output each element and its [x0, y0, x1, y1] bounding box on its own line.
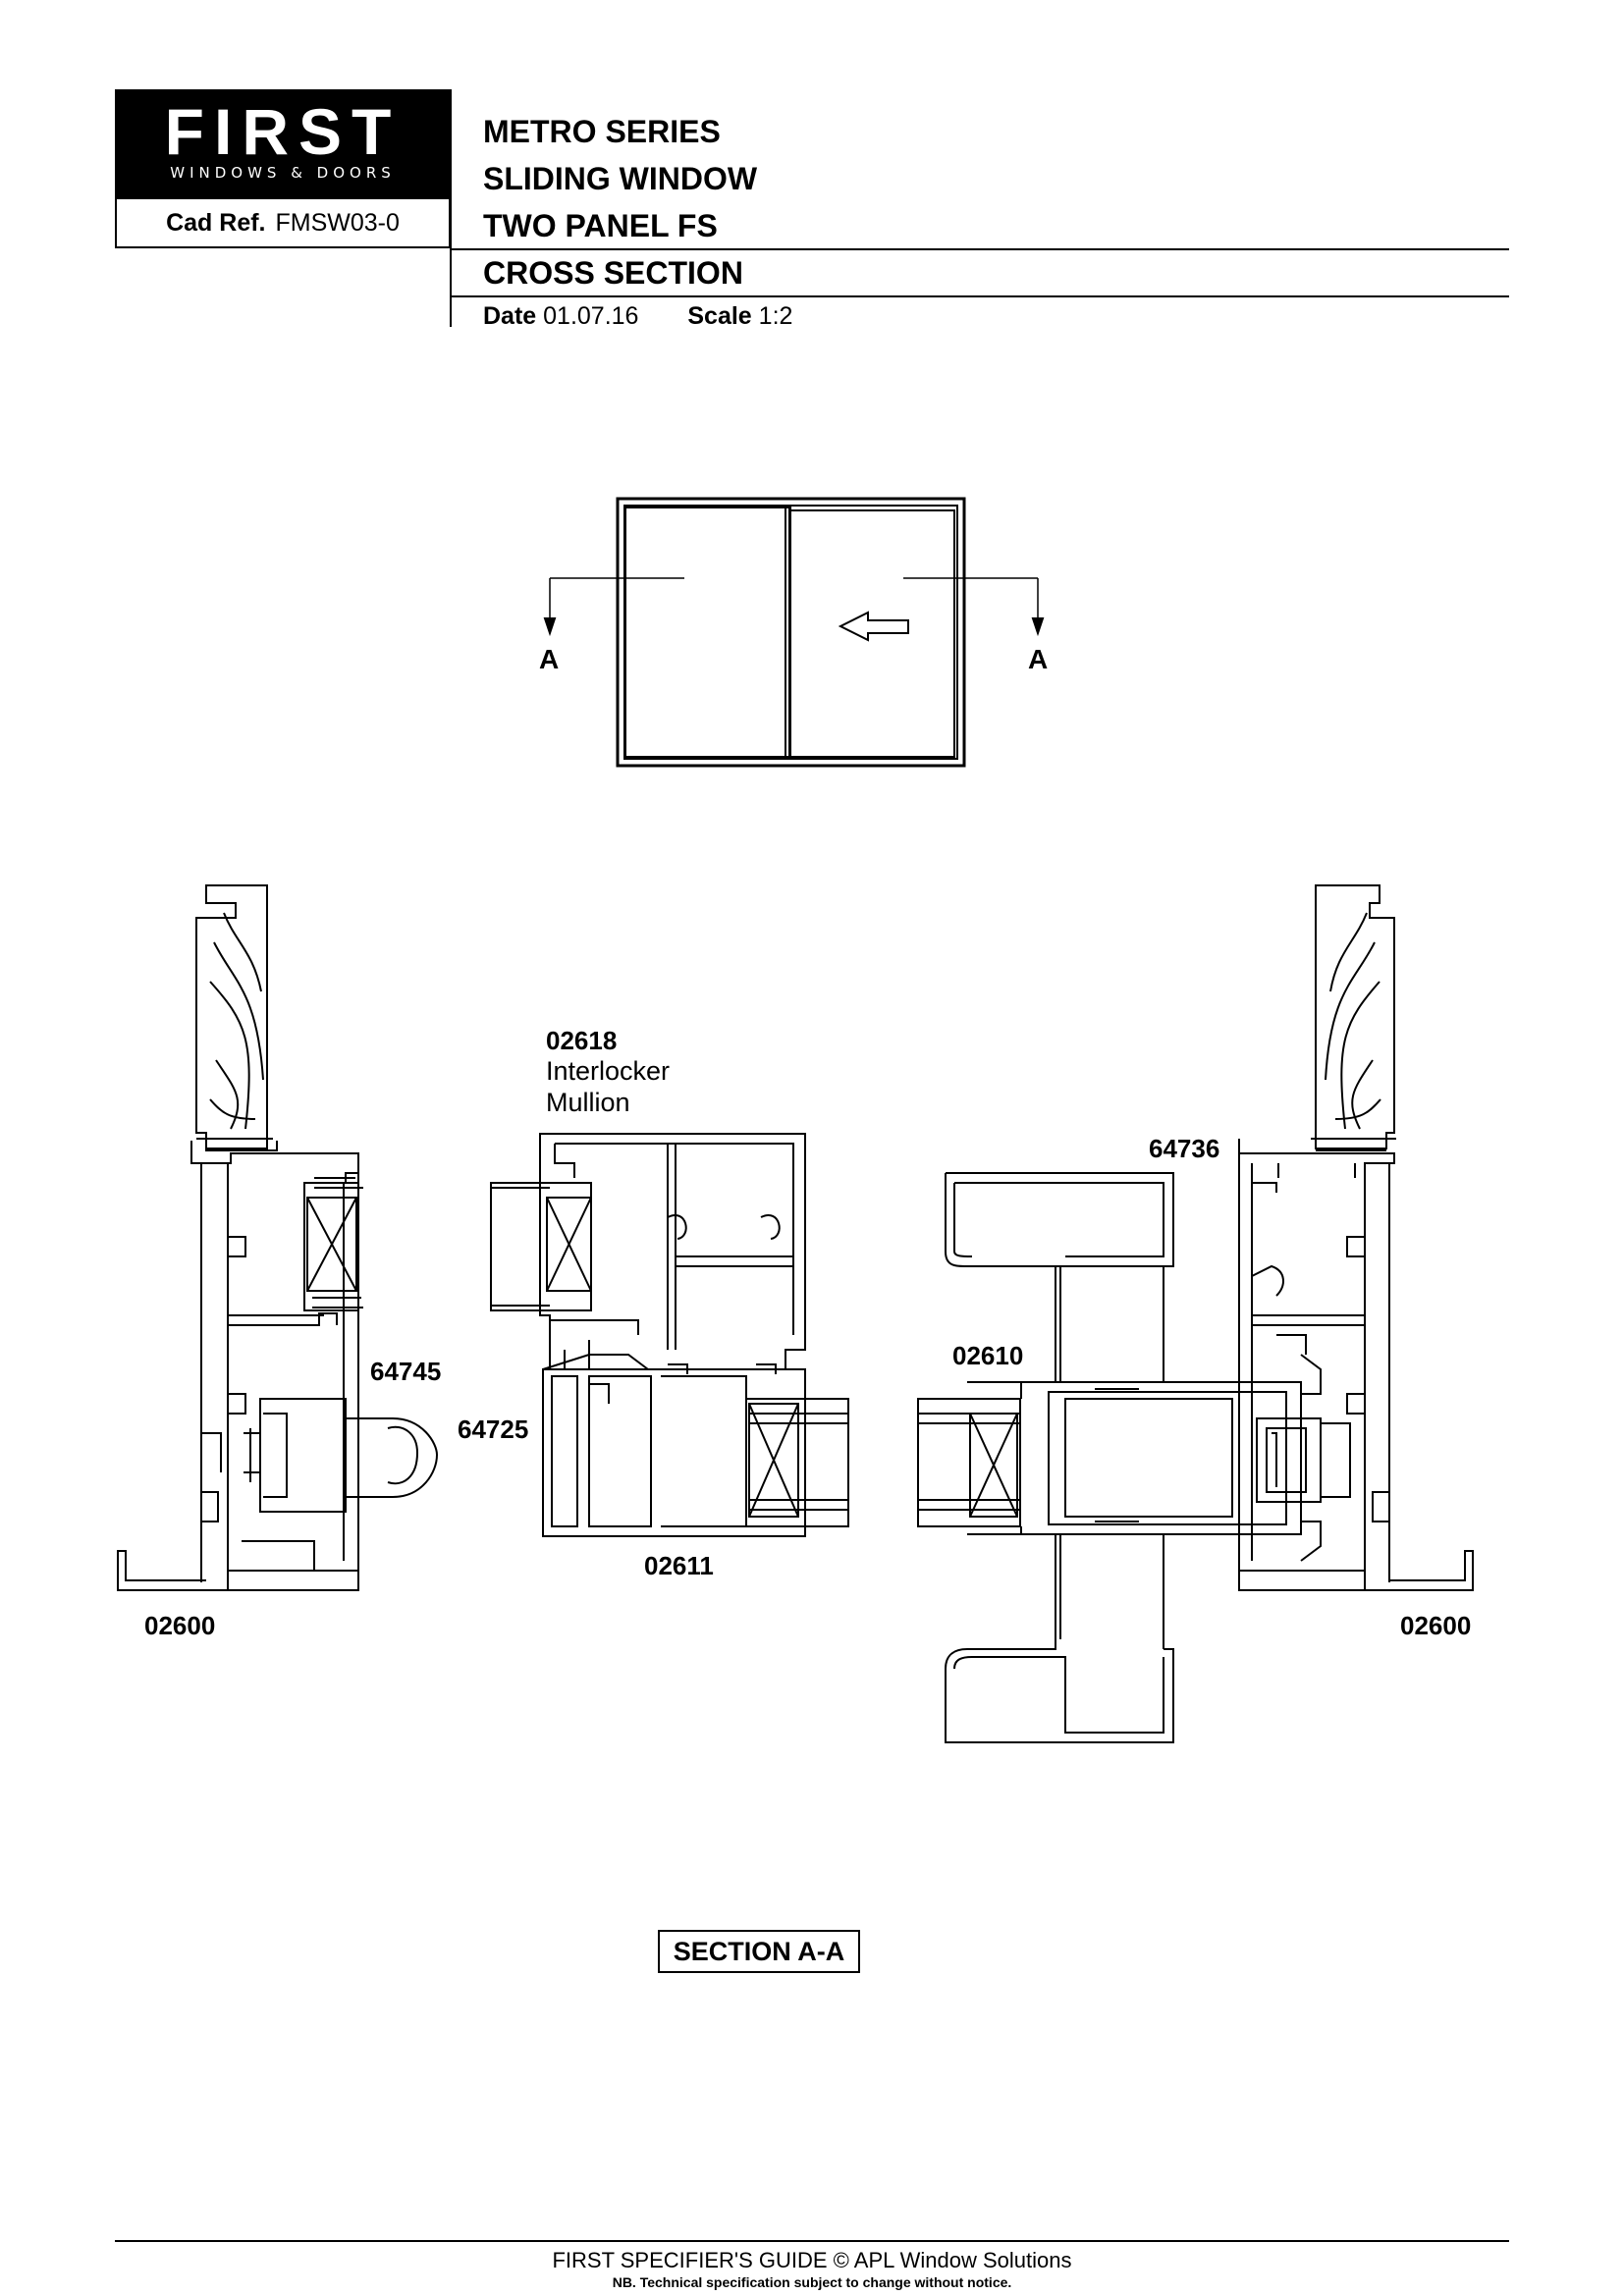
- right-reveal-trim-upper: [945, 1172, 1174, 1382]
- callout-mullion-code: 02618: [546, 1026, 618, 1055]
- date-scale-row: Date 01.07.16 Scale 1:2: [483, 299, 792, 333]
- scale-value: 1:2: [758, 302, 793, 330]
- footer-copyright: FIRST SPECIFIER'S GUIDE © APL Window Sol…: [552, 2248, 1072, 2272]
- callout-02600-left: 02600: [144, 1611, 216, 1640]
- title-block-divider: [450, 89, 452, 327]
- scale-label: Scale: [687, 302, 752, 330]
- callout-64745: 64745: [370, 1357, 442, 1386]
- callout-02600-right: 02600: [1400, 1611, 1472, 1640]
- slide-direction-arrow: [838, 611, 909, 642]
- title-line-1: METRO SERIES: [483, 114, 721, 149]
- title-line-3: TWO PANEL FS: [483, 208, 718, 243]
- right-timber-reveal: [1311, 884, 1396, 1151]
- title-rule-1: [450, 248, 1509, 250]
- section-line-a: [543, 577, 1045, 637]
- callout-64736: 64736: [1149, 1134, 1220, 1163]
- cad-ref-value: FMSW03-0: [275, 209, 400, 237]
- section-marker-left: A: [539, 644, 560, 674]
- title-line-4: CROSS SECTION: [483, 255, 743, 291]
- cad-reference: Cad Ref. FMSW03-0: [115, 199, 451, 248]
- title-rule-2: [450, 295, 1509, 297]
- logo-tagline: WINDOWS & DOORS: [170, 164, 396, 182]
- brand-logo: FIRST WINDOWS & DOORS: [115, 89, 451, 199]
- section-marker-right: A: [1028, 644, 1049, 674]
- section-title: SECTION A-A: [658, 1930, 860, 1973]
- centre-left-glazing: [490, 1182, 592, 1311]
- left-outer-frame: [117, 1141, 359, 1591]
- cad-ref-label: Cad Ref.: [166, 209, 266, 237]
- logo-wordmark: FIRST: [164, 95, 402, 168]
- centre-right-glazing: [745, 1398, 849, 1527]
- right-reveal-trim-lower: [945, 1534, 1174, 1743]
- title-line-2: SLIDING WINDOW: [483, 161, 758, 196]
- right-sash-frame: [1021, 1354, 1322, 1562]
- callout-mullion-name-2: Mullion: [546, 1088, 630, 1117]
- callout-02610: 02610: [952, 1341, 1024, 1370]
- footer-rule: [115, 2240, 1509, 2242]
- centre-interlock-mullion: [539, 1133, 806, 1370]
- date-label: Date: [483, 302, 537, 330]
- left-fixed-glazing: [303, 1177, 363, 1311]
- date-value: 01.07.16: [543, 302, 639, 330]
- left-lock-handle: [244, 1398, 439, 1513]
- callout-64725: 64725: [458, 1415, 529, 1444]
- callout-mullion-name-1: Interlocker: [546, 1056, 671, 1086]
- right-fixed-glazing: [917, 1381, 1022, 1535]
- left-timber-reveal: [195, 884, 278, 1151]
- right-lock-keep: [1256, 1417, 1351, 1503]
- callout-02611: 02611: [644, 1551, 714, 1580]
- window-elevation: [616, 497, 966, 768]
- right-outer-frame: [1238, 1139, 1474, 1591]
- footer-disclaimer: NB. Technical specification subject to c…: [612, 2274, 1012, 2290]
